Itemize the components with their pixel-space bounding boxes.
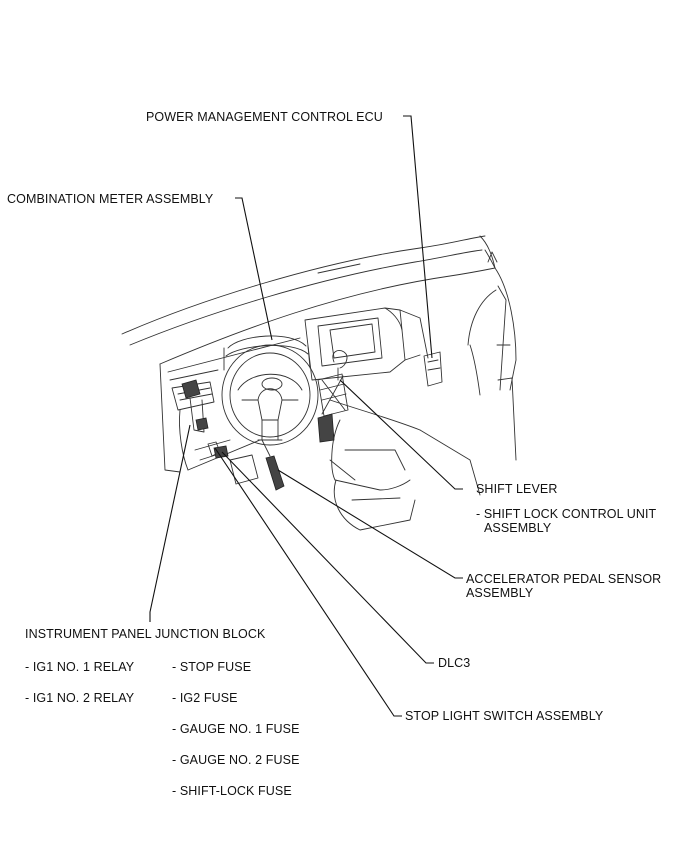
label-shift-lever: SHIFT LEVER [476,482,558,496]
list-item-fuse: - STOP FUSE [172,660,252,674]
list-item-fuse: - GAUGE NO. 1 FUSE [172,722,300,736]
label-dlc3: DLC3 [438,656,471,670]
label-shift-lock-unit-1: - SHIFT LOCK CONTROL UNIT [476,507,657,521]
leader-shift-lever [339,379,463,490]
label-power-ecu: POWER MANAGEMENT CONTROL ECU [146,110,383,124]
leader-junction-block [149,424,191,622]
leader-combination-meter [235,197,273,341]
label-shift-lock-unit-2: ASSEMBLY [484,521,552,535]
list-item-fuse: - GAUGE NO. 2 FUSE [172,753,300,767]
label-ip-junction-block: INSTRUMENT PANEL JUNCTION BLOCK [25,627,266,641]
label-accel-pedal-2: ASSEMBLY [466,586,534,600]
leader-dlc3 [221,451,434,664]
list-item-relay: - IG1 NO. 2 RELAY [25,691,135,705]
leader-power-ecu [403,115,433,359]
leader-accel-pedal [277,469,463,579]
list-item-relay: - IG1 NO. 1 RELAY [25,660,135,674]
leader-lines [149,115,463,717]
list-item-fuse: - SHIFT-LOCK FUSE [172,784,292,798]
label-stop-light-switch: STOP LIGHT SWITCH ASSEMBLY [405,709,604,723]
label-combination-meter: COMBINATION METER ASSEMBLY [7,192,214,206]
leader-stop-light-switch [214,447,402,717]
list-item-fuse: - IG2 FUSE [172,691,238,705]
dashboard-outline [121,235,517,531]
label-accel-pedal-1: ACCELERATOR PEDAL SENSOR [466,572,662,586]
